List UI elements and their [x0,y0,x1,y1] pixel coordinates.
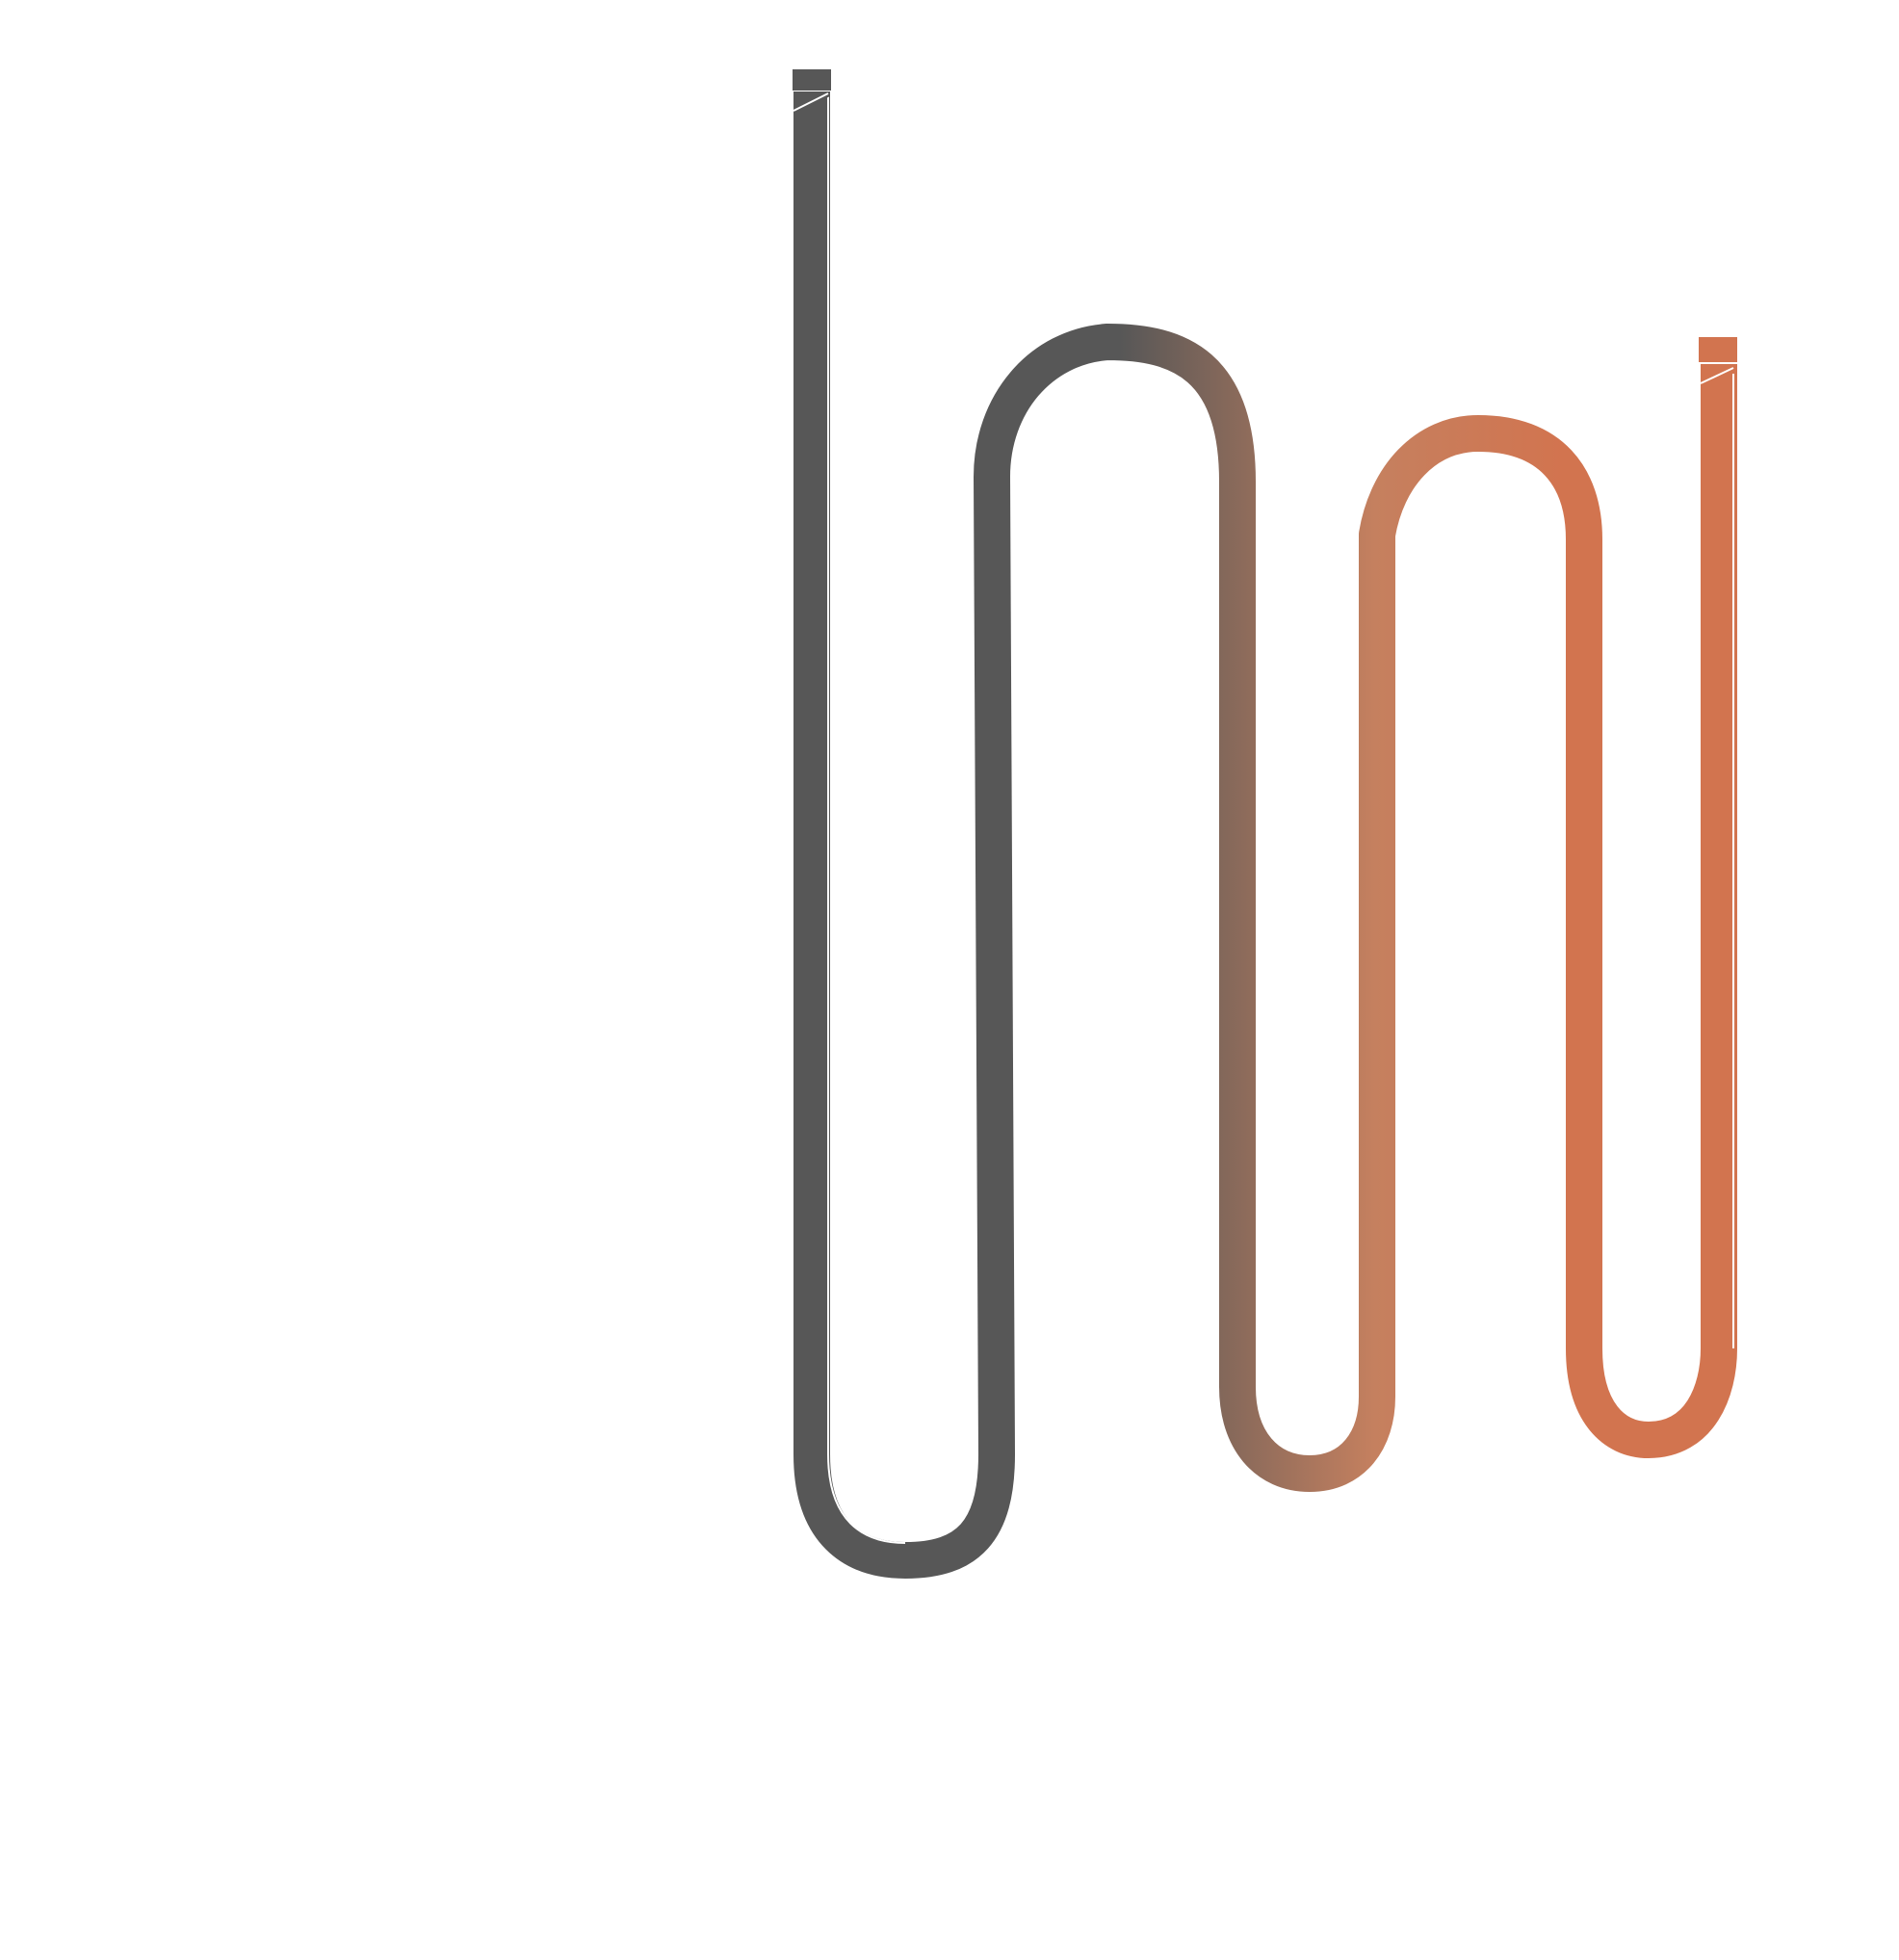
serpentine-wire [793,91,1737,1579]
square-end-cap-right [1699,337,1737,385]
wire-highlight [827,94,906,1544]
square-end-cap [793,69,831,114]
